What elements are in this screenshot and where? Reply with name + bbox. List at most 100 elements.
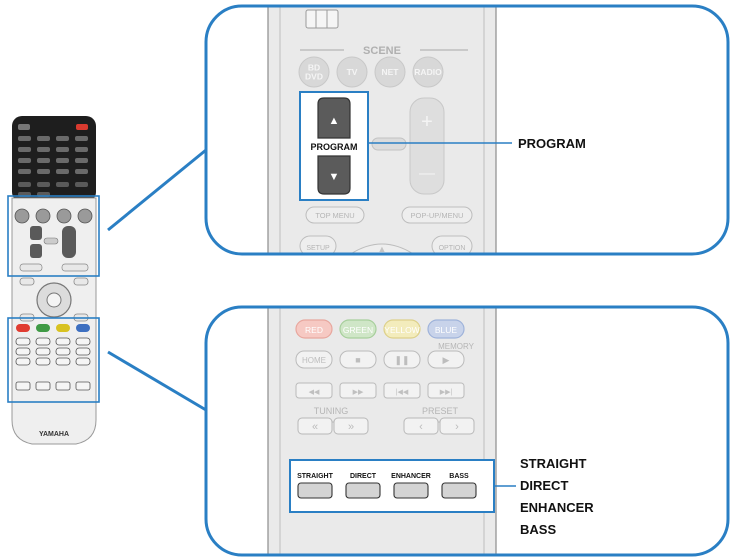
mini-scene-button[interactable] <box>35 208 51 224</box>
bass-button[interactable] <box>441 482 477 499</box>
mini-input-button[interactable] <box>18 169 31 174</box>
scene-button[interactable] <box>374 56 406 88</box>
mini-transport-button[interactable] <box>55 337 71 346</box>
tuning-down-button[interactable] <box>297 417 333 435</box>
mini-input-button[interactable] <box>18 158 31 163</box>
mini-scene-button[interactable] <box>77 208 93 224</box>
option-button[interactable] <box>431 235 473 256</box>
mini-sound-button[interactable] <box>75 381 91 391</box>
transport-button[interactable] <box>427 350 465 369</box>
home-button[interactable] <box>295 350 333 369</box>
volume-rocker[interactable] <box>409 97 445 195</box>
mini-input-button[interactable] <box>37 136 50 141</box>
straight-button[interactable] <box>297 482 333 499</box>
mini-program-down[interactable] <box>30 244 42 258</box>
skip-button[interactable] <box>295 382 333 399</box>
transport-row-2: ◀◀▶▶|◀◀▶▶| <box>295 382 465 399</box>
mini-transport-button[interactable] <box>35 337 51 346</box>
green-button[interactable] <box>339 319 377 339</box>
skip-button[interactable] <box>427 382 465 399</box>
option-label: OPTION <box>439 245 466 252</box>
preset-down-button[interactable] <box>403 417 439 435</box>
mini-top-menu-button[interactable] <box>19 263 43 272</box>
mini-input-button[interactable] <box>56 136 69 141</box>
sleep-button[interactable] <box>18 124 30 130</box>
mini-transport-button[interactable] <box>15 347 31 356</box>
small-remote: YAMAHA <box>7 116 100 445</box>
mini-scene-button[interactable] <box>14 208 30 224</box>
mini-transport-button[interactable] <box>75 357 91 366</box>
mini-transport-button[interactable] <box>15 337 31 346</box>
bass-button-label: BASS <box>449 473 469 480</box>
direct-button[interactable] <box>345 482 381 499</box>
plus-icon: + <box>421 111 433 133</box>
yellow-label: YELLOW <box>384 325 419 335</box>
mini-color-button[interactable] <box>36 324 50 332</box>
mini-program-up[interactable] <box>30 226 42 240</box>
skip-button[interactable] <box>383 382 421 399</box>
mini-transport-button[interactable] <box>35 347 51 356</box>
mini-popup-menu-button[interactable] <box>61 263 89 272</box>
mini-input-button[interactable] <box>56 147 69 152</box>
mini-input-button[interactable] <box>18 136 31 141</box>
red-button[interactable] <box>295 319 333 339</box>
mini-source-button[interactable] <box>18 182 31 187</box>
mini-transport-button[interactable] <box>55 347 71 356</box>
mini-scene-area <box>14 208 93 272</box>
mini-setup-button[interactable] <box>19 277 35 286</box>
yellow-button[interactable] <box>383 319 421 339</box>
mini-input-button[interactable] <box>56 169 69 174</box>
mini-transport-button[interactable] <box>35 357 51 366</box>
mini-color-button[interactable] <box>56 324 70 332</box>
mini-input-button[interactable] <box>56 158 69 163</box>
mini-sound-button[interactable] <box>55 381 71 391</box>
mini-transport-button[interactable] <box>75 337 91 346</box>
mini-sound-button[interactable] <box>35 381 51 391</box>
setup-button[interactable] <box>299 235 337 256</box>
mini-transport-button[interactable] <box>15 357 31 366</box>
scene-button[interactable] <box>412 56 444 88</box>
enhancer-button[interactable] <box>393 482 429 499</box>
mini-scene-button[interactable] <box>56 208 72 224</box>
mini-option-button[interactable] <box>73 277 89 286</box>
mini-transport-button[interactable] <box>75 347 91 356</box>
scene-button[interactable] <box>298 56 330 88</box>
mini-input-button[interactable] <box>75 158 88 163</box>
mini-input-button[interactable] <box>75 136 88 141</box>
mini-input-button[interactable] <box>18 147 31 152</box>
scene-heading: SCENE <box>363 45 401 57</box>
mini-input-button[interactable] <box>37 147 50 152</box>
mini-input-button[interactable] <box>37 169 50 174</box>
mini-input-button[interactable] <box>75 169 88 174</box>
mini-input-button[interactable] <box>37 158 50 163</box>
mini-source-button[interactable] <box>75 182 88 187</box>
mini-color-button[interactable] <box>76 324 90 332</box>
scene-button[interactable] <box>336 56 368 88</box>
mini-enter-button[interactable] <box>46 292 62 308</box>
tuning-up-button[interactable] <box>333 417 369 435</box>
mini-input-button[interactable] <box>75 147 88 152</box>
mini-transport-button[interactable] <box>55 357 71 366</box>
power-button[interactable] <box>76 124 88 130</box>
blue-label: BLUE <box>435 325 458 335</box>
top-menu-button[interactable] <box>305 206 365 224</box>
preset-up-button[interactable] <box>439 417 475 435</box>
mini-color-button[interactable] <box>16 324 30 332</box>
mini-source-button[interactable] <box>37 182 50 187</box>
setup-label: SETUP <box>306 245 330 252</box>
transport-button[interactable] <box>339 350 377 369</box>
mini-sound-button[interactable] <box>15 381 31 391</box>
transport-button[interactable] <box>383 350 421 369</box>
mini-volume-rocker[interactable] <box>62 226 76 258</box>
blue-button[interactable] <box>427 319 465 339</box>
program-up-button[interactable] <box>317 97 351 139</box>
popup-menu-button[interactable] <box>401 206 473 224</box>
program-down-button[interactable] <box>317 155 351 195</box>
skip-button[interactable] <box>339 382 377 399</box>
mini-mute-button[interactable] <box>43 237 59 245</box>
mute-button[interactable] <box>371 137 407 151</box>
mini-source-button[interactable] <box>56 182 69 187</box>
